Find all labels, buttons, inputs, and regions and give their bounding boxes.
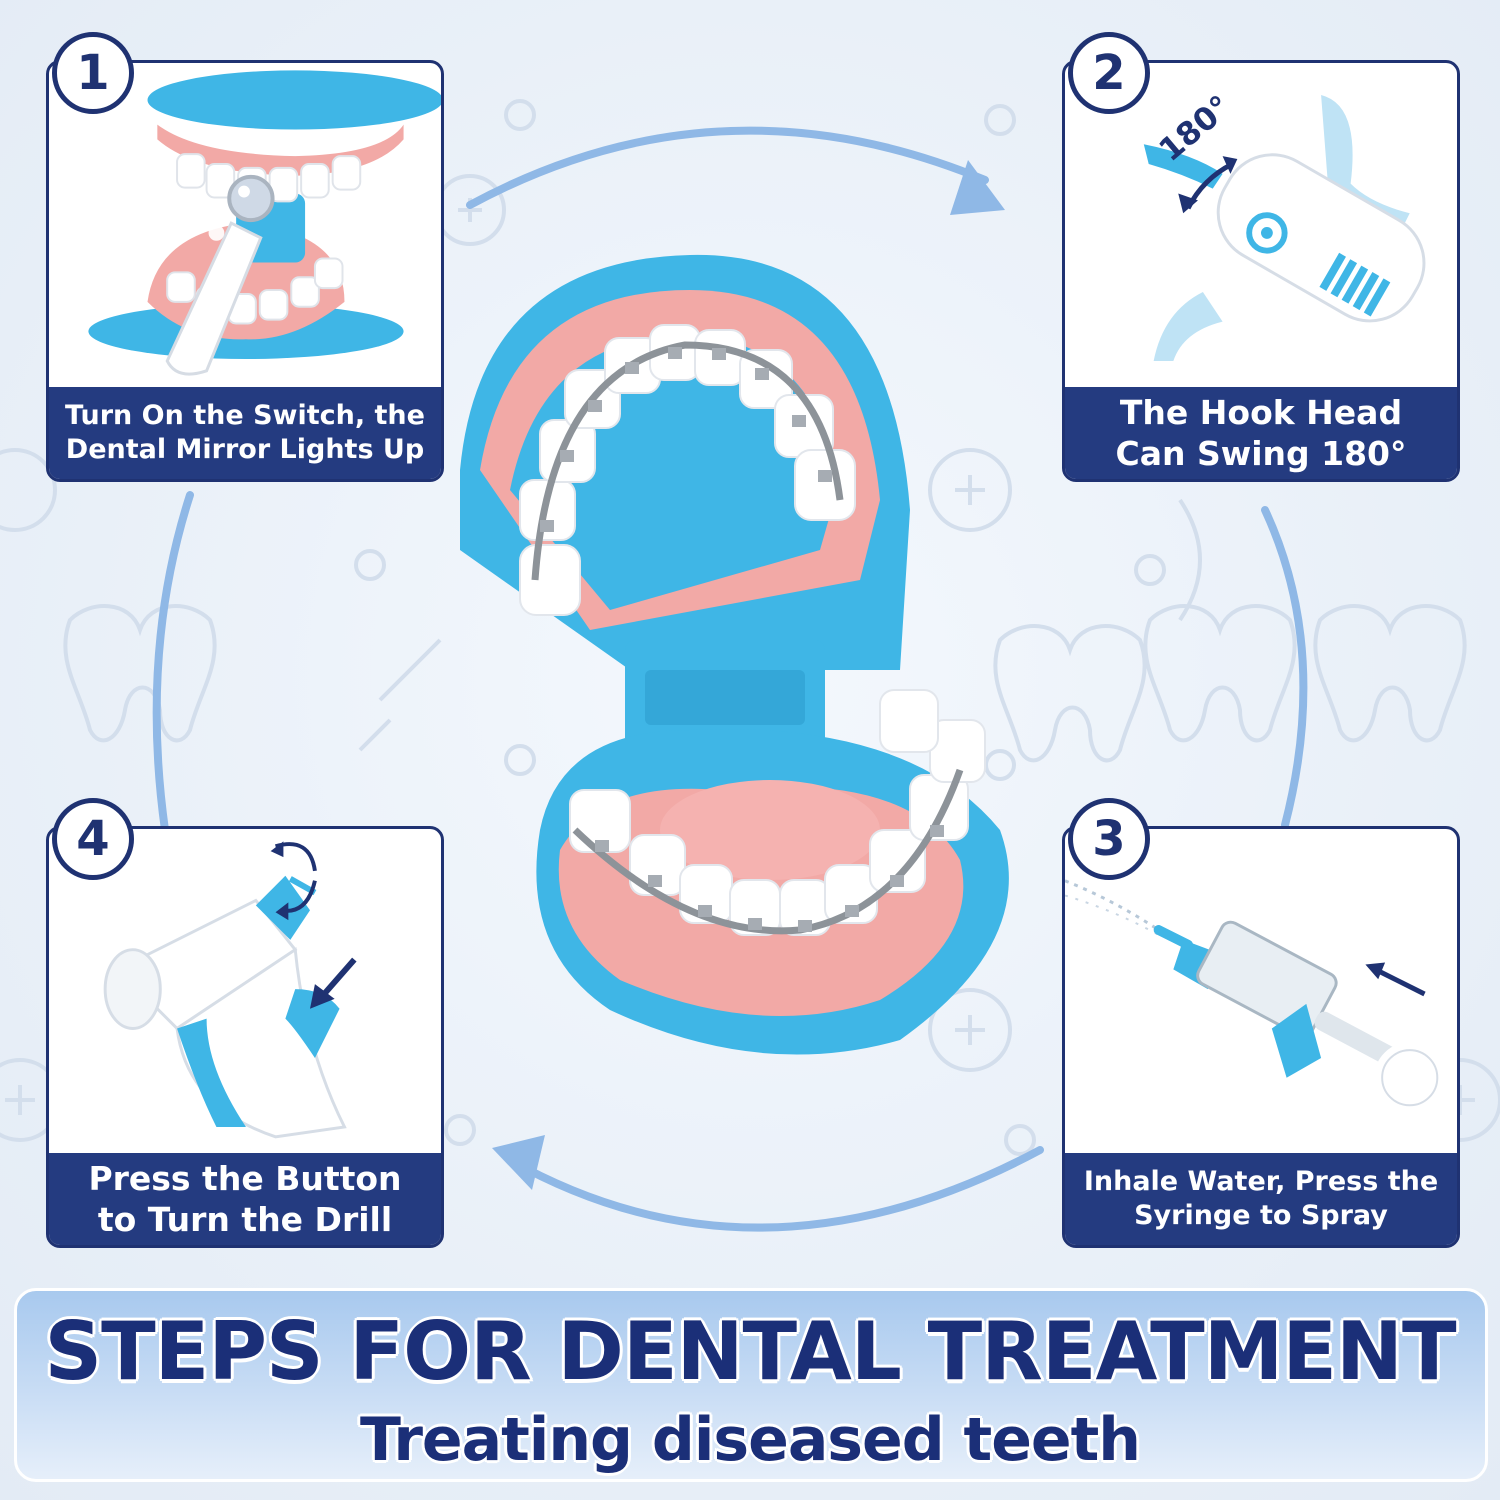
arrowhead-right	[950, 160, 1005, 215]
step-1-caption-line2: Dental Mirror Lights Up	[65, 434, 425, 465]
banner-title: STEPS FOR DENTAL TREATMENT	[42, 1303, 1458, 1400]
step-card-3: Inhale Water, Press the Syringe to Spray	[1062, 826, 1460, 1248]
step-card-4: Press the Button to Turn the Drill	[46, 826, 444, 1248]
step-card-1: Turn On the Switch, the Dental Mirror Li…	[46, 60, 444, 482]
arc-step2-to-step3	[1261, 506, 1308, 829]
step-1-caption-line1: Turn On the Switch, the	[65, 400, 425, 432]
title-banner	[14, 1288, 1488, 1482]
step-2-caption: The Hook Head Can Swing 180°	[1065, 387, 1457, 479]
step-2-caption-line2: Can Swing 180°	[1115, 434, 1407, 473]
dental-mirror-icon	[88, 70, 441, 376]
syringe-icon	[1065, 879, 1446, 1114]
arc-step4-to-step1	[152, 491, 194, 834]
step-3-badge: 3	[1068, 798, 1150, 880]
step-card-2: 180° The Hook Head Can Swing 180°	[1062, 60, 1460, 482]
arrow-step1-to-step2	[466, 126, 989, 209]
step-3-caption-line2: Syringe to Spray	[1134, 1200, 1388, 1231]
step-4-caption: Press the Button to Turn the Drill	[49, 1153, 441, 1245]
step-4-caption-line1: Press the Button	[88, 1158, 402, 1198]
step-3-caption: Inhale Water, Press the Syringe to Spray	[1065, 1153, 1457, 1245]
step-1-badge: 1	[52, 32, 134, 114]
step-2-badge: 2	[1068, 32, 1150, 114]
dental-model-illustration	[460, 254, 1009, 1055]
step-3-caption-line1: Inhale Water, Press the	[1083, 1166, 1439, 1198]
banner-subtitle: Treating diseased teeth	[358, 1403, 1143, 1477]
dental-drill-icon	[103, 841, 357, 1139]
arrow-step3-to-step4	[506, 1146, 1044, 1232]
step-2-caption-line1: The Hook Head	[1119, 392, 1403, 432]
step-4-badge: 4	[52, 798, 134, 880]
step-4-caption-line2: to Turn the Drill	[97, 1200, 393, 1239]
arrowhead-left	[492, 1135, 545, 1190]
step-1-caption: Turn On the Switch, the Dental Mirror Li…	[49, 387, 441, 479]
dental-hook-icon: 180°	[1143, 89, 1426, 361]
